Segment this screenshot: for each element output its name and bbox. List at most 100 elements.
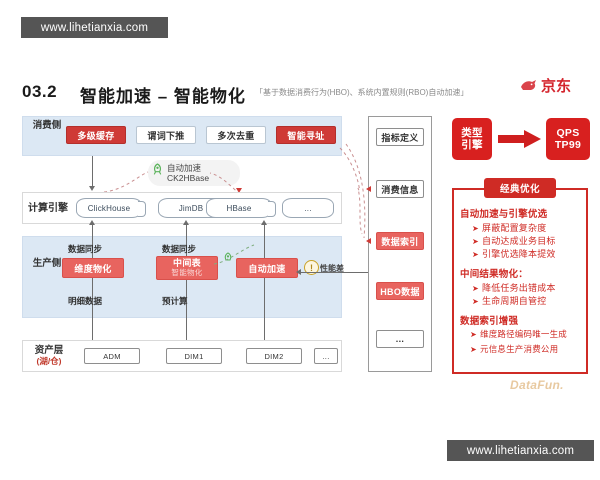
meta-item-hbo-data[interactable]: HBO数据: [376, 282, 424, 300]
asset-label-main: 资产层: [34, 345, 64, 356]
connector-hbo-to-accel: [300, 272, 396, 273]
bullet-path-encoding: ➤维度路径编码唯一生成: [470, 328, 567, 340]
chip-intermediate-table[interactable]: 中间表 智能物化: [156, 256, 218, 280]
jd-dog-icon: [521, 80, 536, 90]
bullet-arrow-icon: ➤: [470, 345, 477, 354]
meta-item-consumption-info[interactable]: 消费信息: [376, 180, 424, 198]
watermark-bottom: www.lihetianxia.com: [447, 440, 594, 461]
db-cylinder: [282, 198, 334, 218]
warning-badge-icon: !: [304, 260, 319, 275]
goal-flow: 类型 引擎 QPS TP99: [452, 118, 592, 164]
chip-dimension-materialization[interactable]: 维度物化: [62, 258, 124, 278]
flow-arrow-accel: [261, 220, 267, 225]
engine-hbase[interactable]: HBase: [206, 198, 276, 218]
connector-consumption-to-engine: [92, 156, 93, 186]
bullet-arrow-icon: ➤: [472, 284, 479, 293]
label-detail-data: 明细数据: [68, 296, 103, 306]
bullet-lifecycle: ➤生命周期自管控: [472, 294, 546, 307]
rocket-icon-production: [224, 252, 232, 261]
chip-predicate-pushdown[interactable]: 谓词下推: [136, 126, 196, 144]
bullet-arrow-icon: ➤: [470, 330, 477, 339]
goal-target-line1: QPS: [556, 127, 580, 139]
accel-note-line1: 自动加速: [167, 163, 202, 173]
bullet-text: 引擎优选降本提效: [482, 249, 556, 259]
accel-note-background: [148, 160, 240, 186]
bullet-text: 生命周期自管控: [482, 296, 547, 306]
rocket-icon: [153, 163, 162, 175]
goal-source-chip: 类型 引擎: [452, 118, 492, 160]
asset-item-dim2[interactable]: DIM2: [246, 348, 302, 364]
consumption-to-metadata-dashed: [339, 143, 366, 239]
meta-item-more[interactable]: ...: [376, 330, 424, 348]
production-band-label: 生产侧: [32, 258, 62, 269]
engine-band-label: 计算引擎: [28, 203, 68, 214]
goal-arrow-icon: [498, 130, 541, 148]
engine-label: ClickHouse: [87, 203, 131, 213]
label-poor-performance: 性能差: [320, 264, 344, 273]
engine-clickhouse[interactable]: ClickHouse: [76, 198, 146, 218]
page-title: 智能加速 – 智能物化: [80, 87, 246, 106]
bullet-engine-select: ➤引擎优选降本提效: [472, 247, 556, 260]
engine-label: ...: [304, 203, 312, 213]
bullet-arrow-icon: ➤: [472, 237, 479, 246]
flow-arrow-detail: [89, 220, 95, 225]
engine-label: JimDB: [178, 203, 204, 213]
accel-dashed-connectors: [103, 171, 241, 195]
flow-line-precompute-bottom: [186, 318, 187, 340]
flow-arrow-precompute: [183, 220, 189, 225]
chip-smart-addressing[interactable]: 智能寻址: [276, 126, 336, 144]
section-heading-index: 数据索引增强: [460, 316, 519, 327]
chip-intermediate-table-title: 中间表: [173, 258, 201, 268]
slide-subtitle: 「基于数据消费行为(HBO)、系统内置规则(RBO)自动加速」: [255, 88, 469, 97]
label-data-sync-1: 数据同步: [68, 244, 103, 254]
accel-note-line2: CK2HBase: [167, 173, 210, 183]
bullet-arrow-icon: ➤: [472, 250, 479, 259]
watermark-top-text: www.lihetianxia.com: [40, 21, 149, 34]
bullet-shield-config: ➤屏蔽配置复杂度: [472, 221, 546, 234]
bullet-text: 自动达成业务目标: [482, 236, 556, 246]
flow-line-accel-top: [264, 224, 265, 236]
meta-arrow-data-index: [366, 237, 371, 244]
asset-item-dim1[interactable]: DIM1: [166, 348, 222, 364]
meta-item-data-index[interactable]: 数据索引: [376, 232, 424, 250]
bullet-meta-shared: ➤元信息生产消费公用: [470, 343, 558, 355]
bullet-text: 降低任务出错成本: [482, 283, 556, 293]
flow-line-detail-top: [92, 224, 93, 236]
bullet-auto-goal: ➤自动达成业务目标: [472, 234, 556, 247]
bullet-text: 维度路径编码唯一生成: [480, 329, 568, 339]
flow-line-precompute-top: [186, 224, 187, 236]
flow-line-accel-bottom: [264, 318, 265, 340]
chip-dedup[interactable]: 多次去重: [206, 126, 266, 144]
flow-line-detail-bottom: [92, 318, 93, 340]
label-precompute: 预计算: [162, 296, 188, 306]
chip-auto-accelerate[interactable]: 自动加速: [236, 258, 298, 278]
asset-label-sub: (湖/仓): [36, 356, 62, 366]
slide-header: 03.2 智能加速 – 智能物化 「基于数据消费行为(HBO)、系统内置规则(R…: [22, 82, 578, 106]
chip-multi-level-cache[interactable]: 多级缓存: [66, 126, 126, 144]
watermark-bottom-text: www.lihetianxia.com: [466, 444, 575, 457]
engine-more[interactable]: ...: [282, 198, 334, 218]
section-heading-intermediate: 中间结果物化：: [460, 269, 528, 280]
connector-arrowhead: [89, 186, 95, 191]
label-data-sync-2: 数据同步: [162, 244, 197, 254]
bullet-text: 元信息生产消费公用: [480, 344, 559, 354]
bullet-arrow-icon: ➤: [472, 224, 479, 233]
consumption-band-label: 消费侧: [32, 120, 62, 131]
asset-item-adm[interactable]: ADM: [84, 348, 140, 364]
meta-item-metric-definition[interactable]: 指标定义: [376, 128, 424, 146]
chip-intermediate-table-sub: 智能物化: [171, 268, 203, 277]
optimization-panel-title: 经典优化: [484, 178, 556, 198]
accel-arrow-hbase: [236, 188, 242, 193]
jd-brand-text: 京东: [541, 78, 572, 95]
goal-target-line2: TP99: [554, 139, 582, 151]
slide-canvas: 03.2 智能加速 – 智能物化 「基于数据消费行为(HBO)、系统内置规则(R…: [0, 60, 600, 420]
bullet-lower-error-cost: ➤降低任务出错成本: [472, 281, 556, 294]
meta-arrow-consumption-info: [366, 185, 371, 192]
watermark-top: www.lihetianxia.com: [21, 17, 168, 38]
db-fold: [268, 201, 276, 217]
jd-logo: 京东: [519, 76, 579, 98]
engine-label: HBase: [226, 203, 252, 213]
asset-item-more[interactable]: ...: [314, 348, 338, 364]
optimization-panel: [452, 188, 588, 374]
goal-source-line2: 引擎: [461, 139, 483, 151]
